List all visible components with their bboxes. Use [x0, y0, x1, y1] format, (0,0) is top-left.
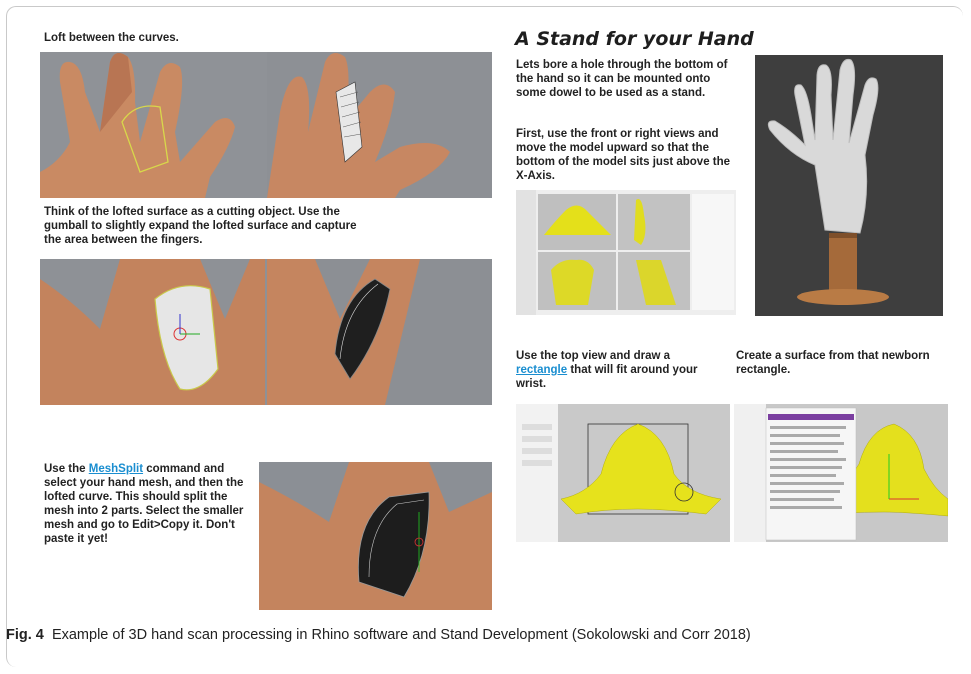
meshsplit-hand-image [259, 462, 492, 610]
top-view-screenshot [516, 404, 730, 542]
meshsplit-instruction: Use the MeshSplit command and select you… [44, 462, 254, 546]
figure-caption: Fig. 4 Example of 3D hand scan processin… [6, 626, 956, 645]
top-view-instruction: Use the top view and draw a rectangle th… [516, 349, 716, 391]
top-view-text-pre: Use the top view and draw a [516, 350, 671, 362]
surface-screenshot [734, 404, 948, 542]
figure-label: Fig. 4 [6, 627, 44, 643]
cutting-hand-image [40, 259, 492, 405]
meshsplit-text-pre: Use the [44, 463, 89, 475]
front-view-screenshot [516, 190, 736, 315]
front-view-instruction: First, use the front or right views and … [516, 128, 731, 182]
loft-instruction: Loft between the curves. [44, 32, 179, 44]
hand-stand-render [755, 55, 943, 316]
bore-hole-instruction: Lets bore a hole through the bottom of t… [516, 59, 728, 99]
loft-hand-image [40, 52, 492, 198]
stand-heading: A Stand for your Hand [515, 28, 754, 50]
meshsplit-link[interactable]: MeshSplit [88, 463, 144, 475]
caption-text: Example of 3D hand scan processing in Rh… [51, 627, 751, 643]
top-view-text-post: that will fit around your wrist. [516, 364, 698, 390]
rectangle-link[interactable]: rectangle [516, 364, 568, 376]
surface-instruction: Create a surface from that newborn recta… [736, 350, 930, 376]
cutting-object-instruction: Think of the lofted surface as a cutting… [44, 206, 357, 246]
meshsplit-text-post: command and select your hand mesh, and t… [44, 463, 244, 545]
figure-frame [6, 6, 963, 667]
